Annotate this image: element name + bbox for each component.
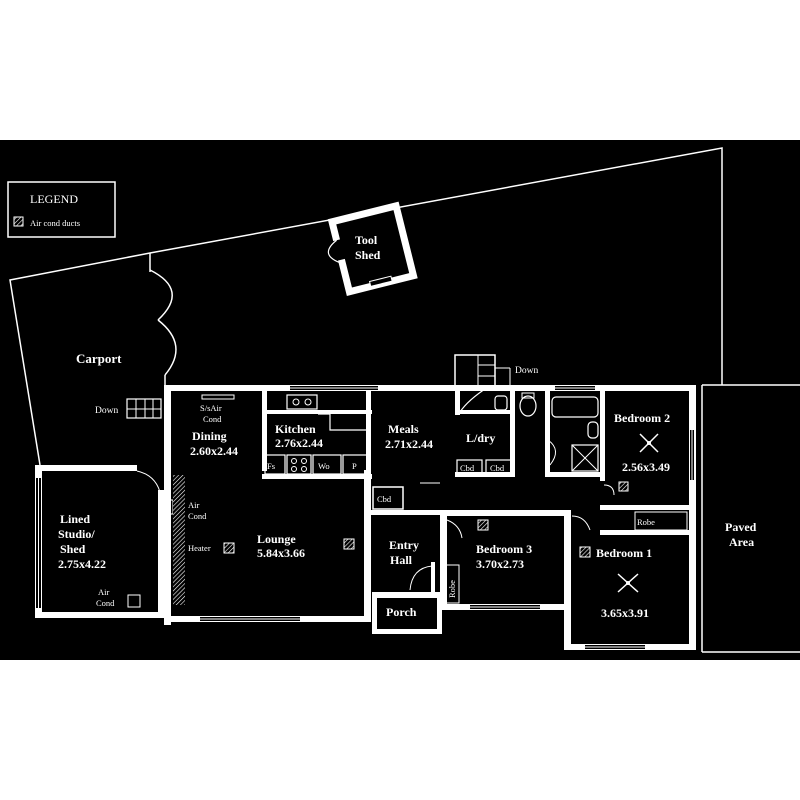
air-cond-duct-icon [618,481,629,492]
robe-bedroom3 [443,564,460,604]
legend-item-label: Air cond ducts [30,218,80,228]
fs-label: Fs [267,461,275,471]
studio-label-1: Lined [60,512,90,526]
dining-dim: 2.60x2.44 [190,444,238,458]
paved-label-2: Area [729,535,754,549]
wo-label: Wo [318,461,330,471]
dining-name: Dining [192,429,227,443]
ceiling-fan-icon [639,433,659,453]
studio-label-2: Studio/ [58,527,95,541]
legend: LEGEND Air cond ducts [7,181,116,238]
robe-label-1: Robe [447,580,457,598]
carport-gate-swing [149,269,173,321]
down-label-right: Down [515,366,538,376]
tool-shed-label-1: Tool [355,233,378,247]
air-cond-duct-icon [13,216,24,227]
paved-label-1: Paved [725,520,757,534]
carport-gate-swing-2 [157,319,177,376]
kitchen-fixtures [264,394,368,475]
carport-label: Carport [76,351,122,366]
floor-plan: LEGEND Air cond ducts Tool Shed Carport … [0,140,800,660]
kitchen-dim: 2.76x2.44 [275,436,323,450]
door-swing [409,565,433,591]
ss-air-cond-label-1: S/sAir [200,403,222,413]
entry-door [431,562,435,592]
bathroom-fixtures [519,392,599,472]
lined-studio-walls [35,465,165,618]
entry-label-1: Entry [389,538,419,552]
bedroom2-name: Bedroom 2 [614,411,670,425]
robe-bedroom1 [634,511,688,531]
bedroom3-name: Bedroom 3 [476,542,532,556]
air-cond-duct-icon [223,542,235,554]
studio-dim: 2.75x4.22 [58,557,106,571]
kitchen-name: Kitchen [275,422,316,436]
interior-walls [262,385,692,535]
ceiling-fan-icon [617,573,639,593]
heater-hatch [173,475,185,605]
ldry-label: L/dry [466,431,495,445]
door-swing [446,519,463,539]
windows [200,386,694,649]
lounge-dim: 5.84x3.66 [257,546,305,560]
air-cond-duct-icon [343,538,355,550]
ss-air-cond-label-2: Cond [203,414,222,424]
cbd-label-3: Cbd [377,494,392,504]
bedroom1-dim: 3.65x3.91 [601,606,649,620]
door-swing [571,515,591,531]
air-cond-label-2: Cond [188,511,207,521]
door-swing [603,484,615,496]
lounge-name: Lounge [257,532,296,546]
tool-shed-label-2: Shed [355,248,381,262]
entry-label-2: Hall [390,553,413,567]
cupboard [372,486,404,510]
air-cond-duct-icon [477,519,489,531]
bedroom2-dim: 2.56x3.49 [622,460,670,474]
floor-plan-svg: LEGEND Air cond ducts Tool Shed Carport … [7,147,800,653]
meals-dim: 2.71x2.44 [385,437,433,451]
bedroom1-name: Bedroom 1 [596,546,652,560]
porch-label: Porch [386,605,417,619]
robe-label-2: Robe [637,517,655,527]
legend-title: LEGEND [30,192,78,206]
down-label-left: Down [95,406,118,416]
tool-shed [327,201,418,296]
studio-air-label-2: Cond [96,598,115,608]
porch-walls [372,592,442,634]
split-air-cond-unit [201,394,235,400]
bedroom3-dim: 3.70x2.73 [476,557,524,571]
air-cond-label-1: Air [188,500,200,510]
cbd-label-1: Cbd [460,463,475,473]
cbd-label-2: Cbd [490,463,505,473]
steps-left [126,398,162,419]
studio-label-3: Shed [60,542,86,556]
p-label: P [352,461,357,471]
studio-air-label-1: Air [98,587,110,597]
air-cond-duct-icon [579,546,591,558]
heater-label: Heater [188,543,211,553]
laundry-fixtures [454,354,513,475]
meals-name: Meals [388,422,419,436]
